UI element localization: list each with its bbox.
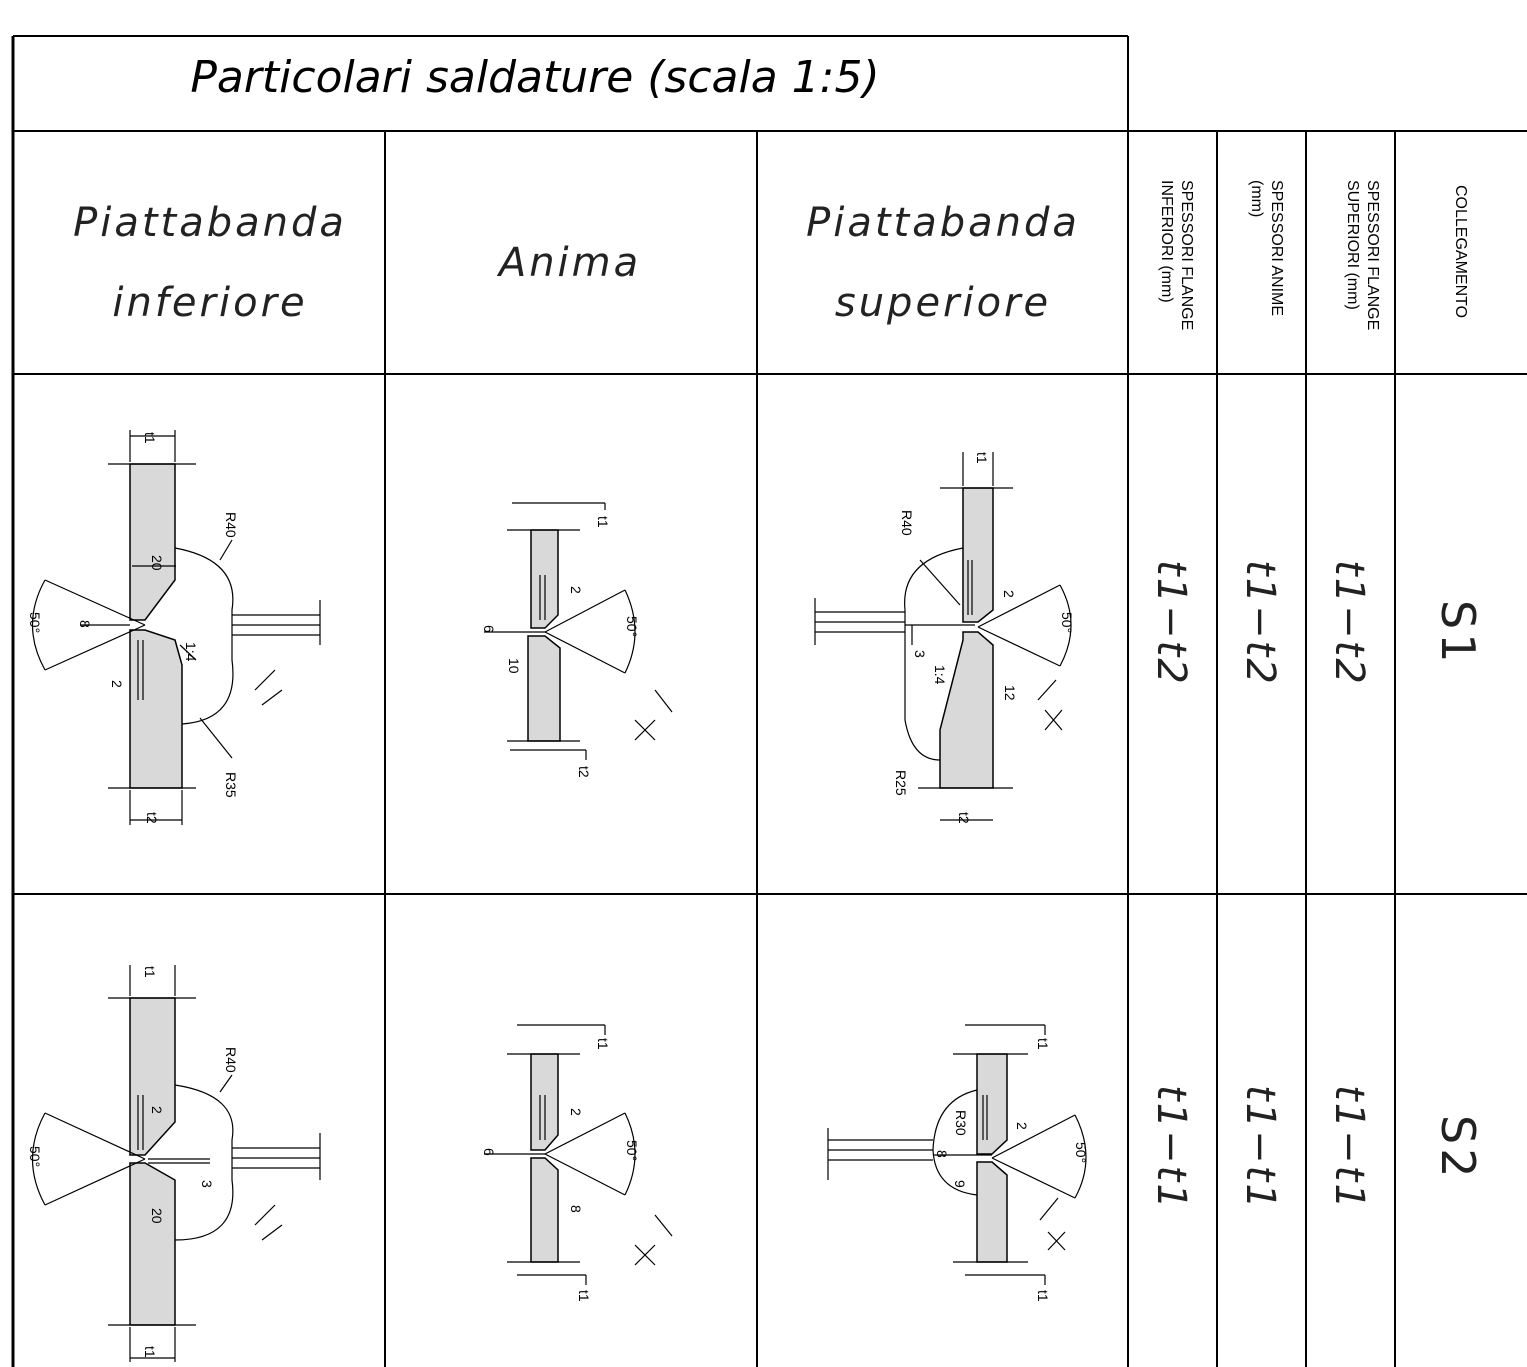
s1-inf-r-top: R40 bbox=[223, 512, 239, 538]
s2-web-gap: 8 bbox=[568, 1205, 584, 1213]
s2-inf-r-top: R40 bbox=[223, 1047, 239, 1073]
detail-s2-flange-inf bbox=[32, 965, 321, 1362]
header-thk-web-line1: SPESSORI ANIME bbox=[1268, 180, 1285, 316]
detail-s2-web bbox=[484, 1024, 673, 1285]
header-thk-flange-sup-line1: SPESSORI FLANGE bbox=[1364, 180, 1381, 330]
s2-sup-angle: 50° bbox=[1073, 1142, 1089, 1163]
header-thk-flange-sup-line2: SUPERIORI (mm) bbox=[1344, 180, 1361, 310]
s1-inf-gap: 20 bbox=[149, 555, 165, 571]
row2-web-thk: t1−t1 bbox=[1237, 1085, 1283, 1211]
s1-web-gap: 10 bbox=[506, 658, 522, 674]
s1-sup-t-bot: t2 bbox=[956, 812, 972, 824]
s1-sup-root: 3 bbox=[912, 650, 928, 658]
row1-flange-inf-thk: t1−t2 bbox=[1148, 560, 1194, 686]
s1-inf-t-top: t1 bbox=[142, 432, 158, 444]
s1-sup-land: 2 bbox=[1001, 590, 1017, 598]
s1-web-root: 6 bbox=[481, 625, 497, 633]
s2-web-t-top: t1 bbox=[595, 1038, 611, 1050]
s2-web-t-bot: t1 bbox=[576, 1290, 592, 1302]
s1-sup-slope: 1:4 bbox=[932, 665, 948, 685]
s2-web-land: 2 bbox=[568, 1108, 584, 1116]
header-connection: COLLEGAMENTO bbox=[1452, 185, 1469, 318]
s1-web-land: 2 bbox=[568, 586, 584, 594]
s1-sup-t-top: t1 bbox=[974, 452, 990, 464]
s2-sup-land: 2 bbox=[1014, 1122, 1030, 1130]
s1-inf-root: 8 bbox=[77, 620, 93, 628]
table-grid bbox=[11, 35, 1527, 1367]
s1-web-t-top: t1 bbox=[595, 516, 611, 528]
s1-sup-gap: 12 bbox=[1002, 685, 1018, 701]
s2-sup-gap: 9 bbox=[952, 1180, 968, 1188]
header-thk-flange-inf-line1: SPESSORI FLANGE bbox=[1178, 180, 1195, 330]
s1-inf-land: 2 bbox=[109, 680, 125, 688]
s1-inf-slope: 1:4 bbox=[183, 642, 199, 662]
s1-inf-r-bot: R35 bbox=[223, 772, 239, 798]
header-web: Anima bbox=[496, 240, 641, 286]
row2-flange-inf-thk: t1−t1 bbox=[1148, 1085, 1194, 1211]
row1-connection-code: S1 bbox=[1431, 600, 1485, 666]
s2-sup-r-top: R30 bbox=[953, 1110, 969, 1136]
s2-inf-land: 2 bbox=[149, 1106, 165, 1114]
header-flange-inf-line1: Piattabanda bbox=[73, 200, 347, 246]
s2-sup-t-top: t1 bbox=[1035, 1038, 1051, 1050]
s2-web-root: 6 bbox=[481, 1148, 497, 1156]
row2-flange-sup-thk: t1−t1 bbox=[1326, 1085, 1372, 1211]
s2-web-angle: 50° bbox=[624, 1140, 640, 1161]
detail-s2-flange-sup bbox=[827, 1024, 1087, 1285]
header-flange-inf-line2: inferiore bbox=[112, 280, 307, 326]
s2-inf-t-top: t1 bbox=[142, 966, 158, 978]
s2-inf-angle: 50° bbox=[27, 1146, 43, 1167]
s2-inf-gap: 20 bbox=[149, 1208, 165, 1224]
detail-s1-flange-inf bbox=[31, 430, 321, 825]
s1-inf-angle: 50° bbox=[27, 612, 43, 633]
s2-sup-t-bot: t1 bbox=[1035, 1290, 1051, 1302]
s1-sup-r-top: R40 bbox=[899, 510, 915, 536]
header-thk-flange-inf-line2: INFERIORI (mm) bbox=[1158, 180, 1175, 303]
s1-web-t-bot: t2 bbox=[576, 766, 592, 778]
header-thk-web-line2: (mm) bbox=[1248, 180, 1265, 217]
sheet-title: Particolari saldature (scala 1:5) bbox=[190, 52, 879, 103]
s2-inf-t-bot: t1 bbox=[142, 1346, 158, 1358]
s1-web-angle: 50° bbox=[624, 616, 640, 637]
detail-s1-web bbox=[484, 502, 673, 760]
s1-sup-r-bot: R25 bbox=[893, 770, 909, 796]
row1-flange-sup-thk: t1−t2 bbox=[1326, 560, 1372, 686]
s2-inf-root: 3 bbox=[199, 1180, 215, 1188]
row2-connection-code: S2 bbox=[1431, 1115, 1485, 1181]
s1-sup-angle: 50° bbox=[1059, 612, 1075, 633]
s2-sup-root: 8 bbox=[934, 1150, 950, 1158]
header-flange-sup-line2: superiore bbox=[835, 280, 1051, 326]
header-flange-sup-line1: Piattabanda bbox=[806, 200, 1080, 246]
row1-web-thk: t1−t2 bbox=[1237, 560, 1283, 686]
s1-inf-t-bot: t2 bbox=[144, 812, 160, 824]
detail-s1-flange-sup bbox=[814, 452, 1072, 821]
